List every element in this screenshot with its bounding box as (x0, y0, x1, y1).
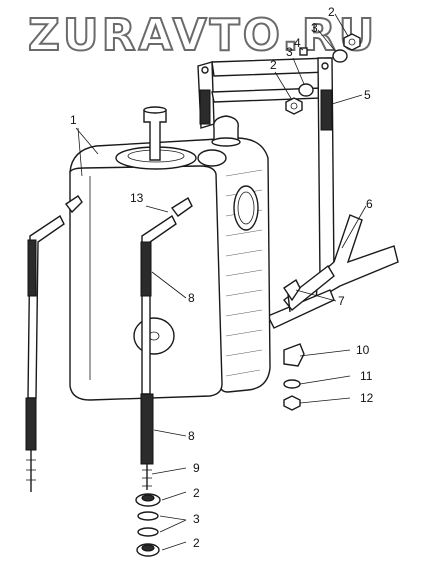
leader-lines (75, 13, 367, 551)
callout-4: 4 (294, 36, 301, 50)
callout-7: 7 (338, 294, 345, 308)
filler-cap (213, 115, 239, 143)
callout-2-top-left: 2 (270, 58, 277, 72)
callout-8-lower: 8 (188, 429, 195, 443)
callout-1: 1 (70, 113, 77, 127)
spare-filler-neck (197, 149, 227, 167)
bracket-hardware (283, 278, 305, 411)
fuel-tank (69, 106, 271, 401)
callout-6: 6 (366, 197, 373, 211)
callout-labels: 1 2 2 2 2 3 3 3 4 5 6 7 8 8 9 10 11 12 1… (70, 5, 374, 550)
top-hardware (285, 33, 361, 115)
callout-3-bottom: 3 (193, 512, 200, 526)
fuel-pickup-fitting (143, 109, 167, 161)
callout-10: 10 (356, 343, 370, 357)
callout-2-top-right: 2 (328, 5, 335, 19)
center-fuel-line (140, 196, 193, 490)
callout-12: 12 (360, 391, 374, 405)
mounting-bracket (197, 57, 399, 329)
callout-11: 11 (360, 369, 373, 383)
callout-2-bottom-lower: 2 (193, 536, 200, 550)
callout-3-top-right: 3 (311, 21, 318, 35)
callout-9: 9 (193, 461, 200, 475)
callout-13: 13 (130, 191, 144, 205)
callout-2-bottom-upper: 2 (193, 486, 200, 500)
left-fuel-line (25, 195, 83, 492)
drain-flange (133, 317, 175, 355)
watermark: ZURAVTO.RU (28, 10, 377, 61)
fitting-hardware-stack (135, 493, 161, 557)
callout-3-top-left: 3 (286, 45, 293, 59)
callout-5: 5 (364, 88, 371, 102)
callout-8-upper: 8 (188, 291, 195, 305)
tank-side-hatching (225, 169, 263, 377)
